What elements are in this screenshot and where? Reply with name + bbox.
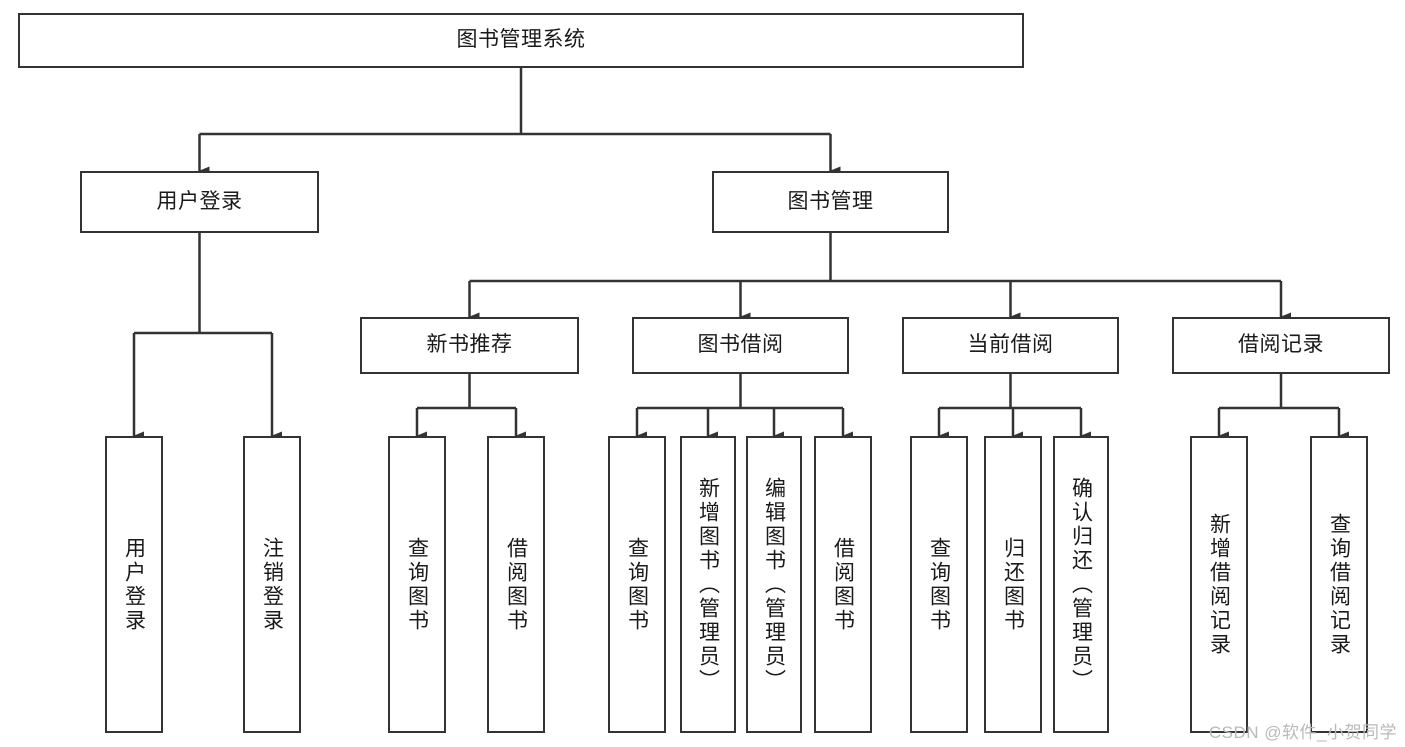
node-l2_1[interactable]: 图书管理 — [712, 171, 949, 233]
node-label: 新书推荐 — [426, 333, 513, 357]
node-label: 查询图书 — [405, 536, 429, 633]
node-label: 新增借阅记录 — [1207, 512, 1231, 657]
node-l3_1[interactable]: 图书借阅 — [632, 317, 849, 374]
node-label: 用户登录 — [122, 536, 146, 633]
node-l4_10[interactable]: 确认归还（管理员） — [1053, 436, 1109, 733]
node-l3_2[interactable]: 当前借阅 — [902, 317, 1119, 374]
node-l4_7[interactable]: 借阅图书 — [814, 436, 872, 733]
node-label: 借阅图书 — [831, 536, 855, 633]
node-l2_0[interactable]: 用户登录 — [80, 171, 319, 233]
node-label: 查询图书 — [625, 536, 649, 633]
node-l3_0[interactable]: 新书推荐 — [360, 317, 579, 374]
node-l4_6[interactable]: 编辑图书（管理员） — [746, 436, 802, 733]
node-label: 编辑图书（管理员） — [762, 476, 786, 693]
node-l4_0[interactable]: 用户登录 — [105, 436, 163, 733]
node-label: 图书管理系统 — [456, 28, 586, 52]
node-label: 图书管理 — [787, 189, 874, 213]
node-l4_11[interactable]: 新增借阅记录 — [1190, 436, 1248, 733]
node-label: 新增图书（管理员） — [696, 476, 720, 693]
node-l4_1[interactable]: 注销登录 — [243, 436, 301, 733]
node-l3_3[interactable]: 借阅记录 — [1172, 317, 1390, 374]
watermark-text: CSDN @软件_小贺同学 — [1208, 723, 1397, 742]
node-l4_5[interactable]: 新增图书（管理员） — [680, 436, 736, 733]
node-label: 查询借阅记录 — [1327, 512, 1351, 657]
node-label: 图书借阅 — [697, 333, 784, 357]
node-l4_12[interactable]: 查询借阅记录 — [1310, 436, 1368, 733]
node-label: 用户登录 — [156, 189, 243, 213]
node-label: 借阅记录 — [1238, 333, 1324, 357]
node-root[interactable]: 图书管理系统 — [18, 13, 1024, 68]
node-l4_8[interactable]: 查询图书 — [910, 436, 968, 733]
node-l4_3[interactable]: 借阅图书 — [487, 436, 545, 733]
node-l4_4[interactable]: 查询图书 — [608, 436, 666, 733]
node-l4_2[interactable]: 查询图书 — [388, 436, 446, 733]
node-label: 借阅图书 — [504, 536, 528, 633]
node-label: 归还图书 — [1001, 536, 1025, 633]
edge-group — [132, 68, 1349, 441]
node-label: 查询图书 — [927, 536, 951, 633]
node-label: 确认归还（管理员） — [1069, 476, 1093, 693]
node-label: 注销登录 — [260, 536, 284, 633]
node-l4_9[interactable]: 归还图书 — [984, 436, 1042, 733]
node-label: 当前借阅 — [967, 333, 1054, 357]
